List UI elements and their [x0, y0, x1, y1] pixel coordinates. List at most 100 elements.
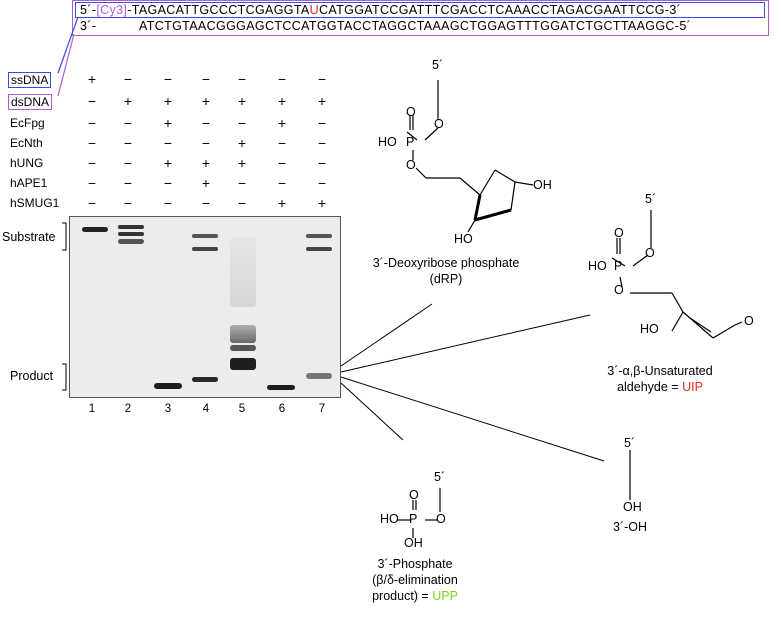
- condition-mark: +: [201, 155, 211, 171]
- drp-connector: [340, 303, 433, 367]
- lane-number: 4: [202, 403, 210, 415]
- row-label-hung: hUNG: [10, 156, 44, 170]
- condition-mark: −: [237, 195, 247, 211]
- uip-connector: [340, 314, 591, 373]
- drp-caption-line1: 3´-Deoxyribose phosphate: [372, 256, 520, 270]
- gel-band: [82, 227, 108, 232]
- gel-band: [118, 232, 144, 236]
- condition-mark: +: [277, 93, 287, 109]
- condition-mark: +: [123, 93, 133, 109]
- condition-mark: +: [317, 195, 327, 211]
- condition-mark: +: [237, 135, 247, 151]
- condition-mark: +: [163, 155, 173, 171]
- upp-atom-p: P: [409, 512, 418, 526]
- uip-caption-line2: aldehyde = UIP: [590, 379, 730, 395]
- uip-atom-o: O: [614, 226, 624, 240]
- gel-brackets: [62, 222, 67, 391]
- uip-atom-ho: HO: [640, 322, 659, 336]
- condition-mark: −: [87, 135, 97, 151]
- condition-mark: −: [237, 115, 247, 131]
- condition-mark: −: [163, 195, 173, 211]
- condition-mark: +: [317, 93, 327, 109]
- drp-atom-o: O: [434, 117, 444, 131]
- upp-5prime: 5´: [434, 470, 446, 484]
- gel-band: [230, 325, 256, 343]
- condition-mark: −: [87, 195, 97, 211]
- lane-number: 5: [238, 403, 246, 415]
- gel-band: [267, 385, 295, 390]
- gel-band: [306, 234, 332, 238]
- top-strand: 5´-[Cy3]-TAGACATTGCCCTCGAGGTAUCATGGATCCG…: [80, 3, 681, 17]
- drp-atom-ho: HO: [454, 232, 473, 246]
- gel-band: [192, 247, 218, 251]
- upp-atom-oh: OH: [404, 536, 423, 550]
- condition-mark: −: [123, 71, 133, 87]
- condition-mark: −: [123, 115, 133, 131]
- condition-mark: −: [201, 115, 211, 131]
- gel-band: [154, 383, 182, 389]
- gel-band: [192, 377, 218, 382]
- drp-5prime: 5´: [432, 58, 444, 72]
- top-strand-prefix: 5´-: [80, 3, 97, 17]
- drp-caption-line2: (dRP): [429, 272, 463, 286]
- ssdna-sequence-box: [75, 2, 765, 18]
- condition-mark: −: [87, 115, 97, 131]
- lane-number: 1: [88, 403, 96, 415]
- upp-atom-ho: HO: [380, 512, 399, 526]
- row-label-ecnth: EcNth: [10, 136, 43, 150]
- upp-atom-o: O: [409, 488, 419, 502]
- oh-caption: 3´-OH: [612, 520, 648, 534]
- substrate-label: Substrate: [2, 230, 56, 244]
- condition-mark: −: [317, 175, 327, 191]
- oh-connector: [340, 376, 605, 462]
- top-strand-seq-1: -TAGACATTGCCCTCGAGGTA: [127, 3, 310, 17]
- condition-mark: −: [163, 71, 173, 87]
- gel-band: [118, 225, 144, 229]
- drp-atom-o: O: [406, 158, 416, 172]
- condition-mark: −: [277, 175, 287, 191]
- uip-atom-o: O: [744, 314, 754, 328]
- condition-mark: +: [277, 195, 287, 211]
- condition-mark: +: [201, 175, 211, 191]
- dsdna-connector: [57, 33, 75, 97]
- condition-mark: −: [163, 175, 173, 191]
- oh-5prime: 5´: [624, 436, 636, 450]
- dsdna-sequence-box: [72, 0, 769, 36]
- uip-atom-ho: HO: [588, 259, 607, 273]
- row-label-ecfpg: EcFpg: [10, 116, 45, 130]
- upp-connector: [340, 382, 404, 441]
- cy3-label: [Cy3]: [96, 3, 128, 17]
- condition-mark: −: [201, 135, 211, 151]
- uip-atom-o: O: [614, 283, 624, 297]
- upp-caption-text: product) =: [372, 589, 433, 603]
- lane-number: 6: [278, 403, 286, 415]
- uip-tag: UIP: [682, 380, 703, 394]
- upp-caption: 3´-Phosphate (β/δ-elimination product) =…: [345, 556, 485, 604]
- condition-mark: −: [317, 135, 327, 151]
- condition-mark: −: [277, 155, 287, 171]
- condition-mark: −: [317, 71, 327, 87]
- bottom-strand: 3´-: [80, 19, 96, 33]
- uip-atom-o: O: [645, 246, 655, 260]
- gel-band: [118, 239, 144, 244]
- condition-mark: −: [277, 71, 287, 87]
- condition-mark: +: [237, 155, 247, 171]
- bottom-strand-prefix: 3´-: [80, 19, 97, 33]
- top-strand-seq-2: CATGGATCCGATTTCGACCTCAAACCTAGACGAATTCCG-…: [319, 3, 682, 17]
- condition-mark: −: [123, 135, 133, 151]
- upp-caption-line3: product) = UPP: [345, 588, 485, 604]
- upp-tag: UPP: [432, 589, 458, 603]
- gel-image: [69, 216, 341, 398]
- condition-mark: +: [163, 115, 173, 131]
- product-label: Product: [10, 369, 54, 383]
- uracil-mark: U: [309, 3, 319, 17]
- uip-caption: 3´-α,β-Unsaturated aldehyde = UIP: [590, 363, 730, 395]
- condition-mark: −: [317, 155, 327, 171]
- condition-mark: −: [201, 71, 211, 87]
- gel-band: [192, 234, 218, 238]
- drp-atom-oh: OH: [533, 178, 552, 192]
- condition-mark: +: [277, 115, 287, 131]
- uip-5prime: 5´: [645, 192, 657, 206]
